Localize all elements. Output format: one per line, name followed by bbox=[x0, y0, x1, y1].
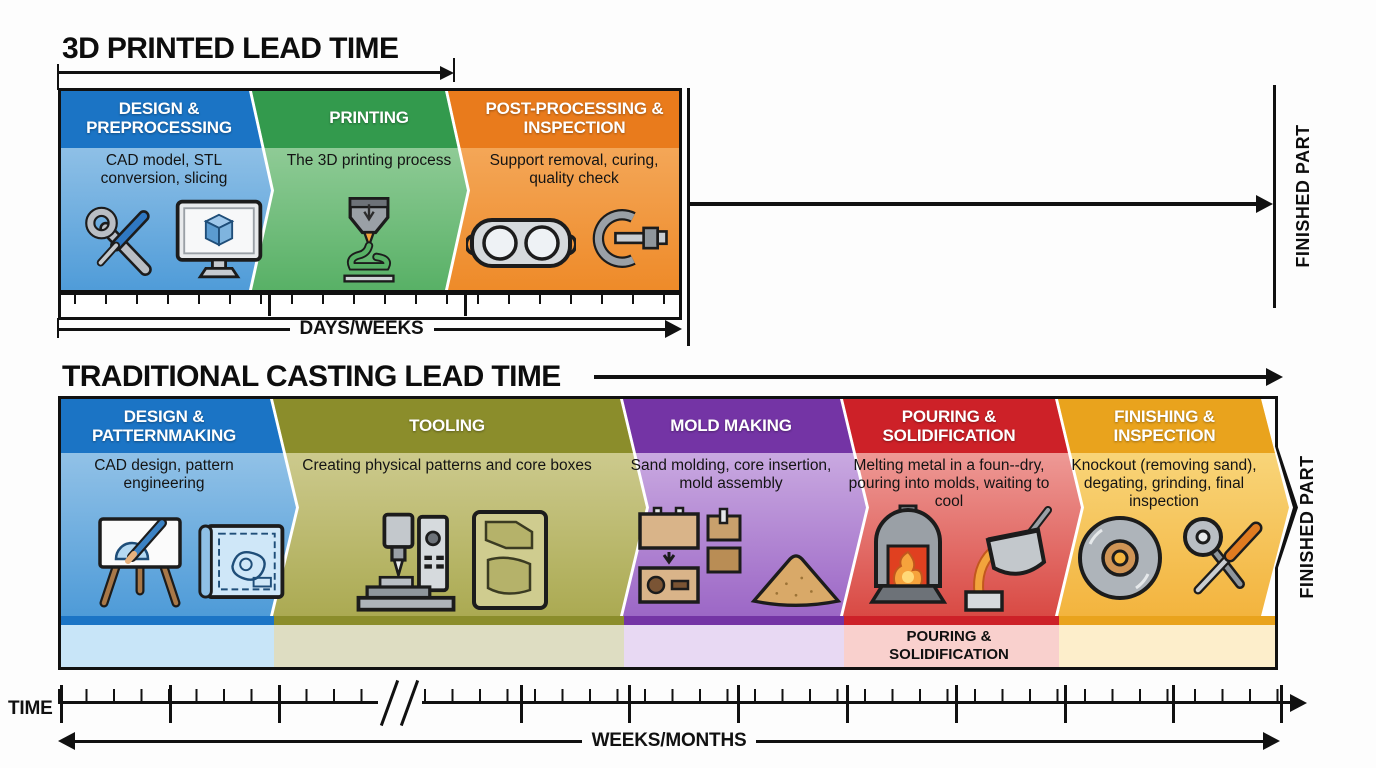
drafting-easel-icon bbox=[98, 517, 182, 608]
days-weeks-arrowhead bbox=[665, 320, 682, 338]
top-title: 3D PRINTED LEAD TIME bbox=[62, 32, 399, 65]
sand-pile-icon bbox=[750, 554, 842, 608]
bottom-axis-major-tick bbox=[60, 685, 63, 723]
bottom-stage1-desc: CAD design, pattern engineering bbox=[94, 457, 234, 492]
bottom-stage2-desc: Creating physical patterns and core boxe… bbox=[302, 457, 592, 474]
printer-nozzle-icon bbox=[343, 196, 395, 283]
cutoff-tools-icon bbox=[1183, 517, 1263, 595]
top-stage1-name: DESIGN & PREPROCESSING bbox=[86, 98, 232, 137]
bottom-axis-minor-ticks bbox=[58, 689, 378, 701]
bottom-axis-major-tick bbox=[1064, 685, 1067, 723]
top-title-arrowhead bbox=[440, 66, 454, 80]
bottom-axis-line bbox=[58, 701, 1292, 704]
bottom-axis-major-tick bbox=[628, 685, 631, 723]
top-stage3-name: POST-PROCESSING & INSPECTION bbox=[485, 98, 664, 137]
time-axis-label: TIME bbox=[8, 698, 53, 719]
bottom-axis-major-tick bbox=[737, 685, 740, 723]
weeks-months-left-arrowhead bbox=[58, 732, 75, 750]
bottom-finished-part-label: FINISHED PART bbox=[1296, 455, 1317, 599]
bottom-title: TRADITIONAL CASTING LEAD TIME bbox=[62, 360, 561, 393]
pouring-ladle-icon bbox=[964, 506, 1052, 612]
top-stage1-desc: CAD model, STL conversion, slicing bbox=[100, 152, 228, 187]
top-stage2-desc: The 3D printing process bbox=[286, 152, 452, 169]
mold-flasks-icon bbox=[638, 506, 742, 604]
bottom-axis-major-tick bbox=[1172, 685, 1175, 723]
bottom-axis-major-tick bbox=[520, 685, 523, 723]
bottom-axis-major-tick bbox=[955, 685, 958, 723]
blueprint-icon bbox=[198, 524, 285, 599]
top-title-arrow-start-tick bbox=[57, 64, 59, 90]
bottom-axis-major-tick bbox=[169, 685, 172, 723]
bottom-axis-minor-ticks bbox=[424, 689, 1290, 701]
goggles-icon bbox=[466, 218, 576, 268]
top-ruler-major-tick bbox=[268, 295, 271, 316]
bottom-axis-arrowhead bbox=[1290, 693, 1307, 712]
arrow-line bbox=[433, 327, 665, 331]
top-finish-arrowhead bbox=[1256, 195, 1273, 213]
top-stage3-desc: Support removal, curing, quality check bbox=[489, 152, 659, 187]
arrow-line bbox=[58, 327, 290, 331]
bottom-axis-major-tick bbox=[278, 685, 281, 723]
bottom-stage5-desc: Knockout (removing sand), degating, grin… bbox=[1071, 457, 1257, 510]
arrow-line bbox=[756, 739, 1264, 743]
bottom-stage5-name: FINISHING & INSPECTION bbox=[1113, 406, 1216, 445]
top-finished-part-label: FINISHED PART bbox=[1292, 124, 1313, 268]
top-title-arrow-end-tick bbox=[453, 58, 455, 82]
bottom-stage3-desc: Sand molding, core insertion, mold assem… bbox=[630, 457, 832, 492]
days-weeks-arrow: DAYS/WEEKS bbox=[58, 318, 682, 339]
bottom-axis-major-tick bbox=[1280, 685, 1283, 723]
top-ruler-minor-ticks bbox=[61, 295, 679, 304]
pouring-solidification-band-label: POURING & SOLIDIFICATION bbox=[889, 628, 1009, 663]
top-ruler bbox=[58, 293, 682, 320]
grinding-disc-icon bbox=[1078, 516, 1162, 600]
top-separator-line bbox=[687, 88, 690, 346]
top-title-arrow-line bbox=[58, 71, 440, 74]
micrometer-icon bbox=[592, 209, 668, 268]
top-stage2-name: PRINTING bbox=[329, 108, 409, 128]
furnace-icon bbox=[868, 504, 948, 604]
weeks-months-right-arrowhead bbox=[1263, 732, 1281, 750]
days-weeks-label: DAYS/WEEKS bbox=[299, 318, 424, 339]
bottom-axis-major-tick bbox=[846, 685, 849, 723]
bottom-title-arrow-line bbox=[594, 375, 1268, 379]
bottom-stage4-name: POURING & SOLIDIFICATION bbox=[882, 406, 1016, 445]
cad-monitor-icon bbox=[175, 199, 263, 279]
top-finish-line bbox=[1273, 85, 1276, 308]
bottom-stage4-desc: Melting metal in a foun--dry, pouring in… bbox=[848, 457, 1050, 510]
milling-machine-icon bbox=[356, 512, 456, 612]
arrow-line bbox=[75, 739, 582, 743]
bottom-stage2-name: TOOLING bbox=[409, 416, 485, 436]
bottom-stage3-name: MOLD MAKING bbox=[670, 416, 792, 436]
bottom-stage1-name: DESIGN & PATTERNMAKING bbox=[91, 406, 237, 445]
top-finish-arrow-line bbox=[690, 202, 1258, 206]
top-ruler-major-tick bbox=[464, 295, 467, 316]
pattern-plate-icon bbox=[472, 510, 548, 610]
wrench-screwdriver-icon bbox=[85, 206, 152, 276]
bottom-title-arrowhead bbox=[1266, 368, 1283, 386]
weeks-months-label: WEEKS/MONTHS bbox=[591, 730, 747, 751]
weeks-months-arrow: WEEKS/MONTHS bbox=[58, 730, 1281, 751]
